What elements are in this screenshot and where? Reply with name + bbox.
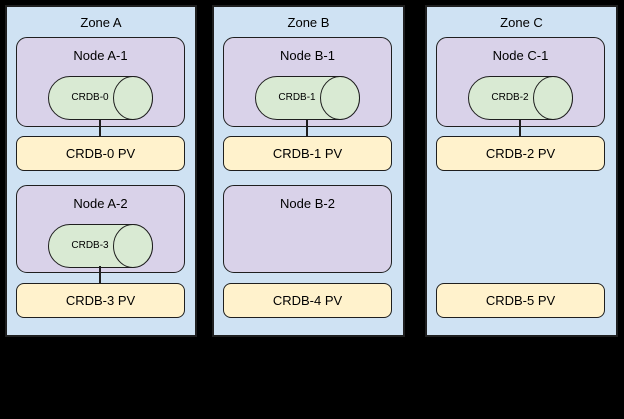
pv-crdb-2-box: CRDB-2 PV <box>436 136 605 171</box>
crdb-0-pod-label: CRDB-0 <box>71 92 109 103</box>
pv-crdb-3-box: CRDB-3 PV <box>16 283 185 318</box>
node-b2-box: Node B-2 <box>223 185 392 273</box>
node-c1-box: Node C-1 CRDB-2 <box>436 37 605 127</box>
node-a2-box: Node A-2 CRDB-3 <box>16 185 185 273</box>
zone-c-box: Zone C Node C-1 CRDB-2 CRDB-2 PV CRDB-5 … <box>425 5 618 337</box>
connector-c1-to-pv <box>519 119 521 136</box>
pv-crdb-4-box: CRDB-4 PV <box>223 283 392 318</box>
node-b1-box: Node B-1 CRDB-1 <box>223 37 392 127</box>
connector-a2-to-pv <box>99 266 101 283</box>
cylinder-shape <box>48 76 153 120</box>
cylinder-shape <box>48 224 153 268</box>
pv-crdb-1-box: CRDB-1 PV <box>223 136 392 171</box>
crdb-0-pod-cylinder: CRDB-0 <box>48 76 153 120</box>
zone-b-box: Zone B Node B-1 CRDB-1 CRDB-1 PV Node B-… <box>212 5 405 337</box>
zone-b-label: Zone B <box>287 15 330 30</box>
node-a2-label: Node A-2 <box>73 196 128 211</box>
connector-b1-to-pv <box>306 119 308 136</box>
pv-crdb-5-box: CRDB-5 PV <box>436 283 605 318</box>
zone-c-label: Zone C <box>500 15 543 30</box>
crdb-3-pod-label: CRDB-3 <box>71 240 109 251</box>
crdb-3-pod-cylinder: CRDB-3 <box>48 224 153 268</box>
zone-a-box: Zone A Node A-1 CRDB-0 CRDB-0 PV Node A-… <box>5 5 197 337</box>
crdb-2-pod-cylinder: CRDB-2 <box>468 76 573 120</box>
cylinder-shape <box>468 76 573 120</box>
crdb-1-pod-cylinder: CRDB-1 <box>255 76 360 120</box>
node-a1-box: Node A-1 CRDB-0 <box>16 37 185 127</box>
cylinder-shape <box>255 76 360 120</box>
node-b1-label: Node B-1 <box>280 48 335 63</box>
crdb-1-pod-label: CRDB-1 <box>278 92 316 103</box>
connector-a1-to-pv <box>99 119 101 136</box>
node-a1-label: Node A-1 <box>73 48 128 63</box>
node-b2-label: Node B-2 <box>280 196 335 211</box>
node-c1-label: Node C-1 <box>492 48 549 63</box>
crdb-2-pod-label: CRDB-2 <box>491 92 529 103</box>
zone-a-label: Zone A <box>80 15 122 30</box>
pv-crdb-0-box: CRDB-0 PV <box>16 136 185 171</box>
